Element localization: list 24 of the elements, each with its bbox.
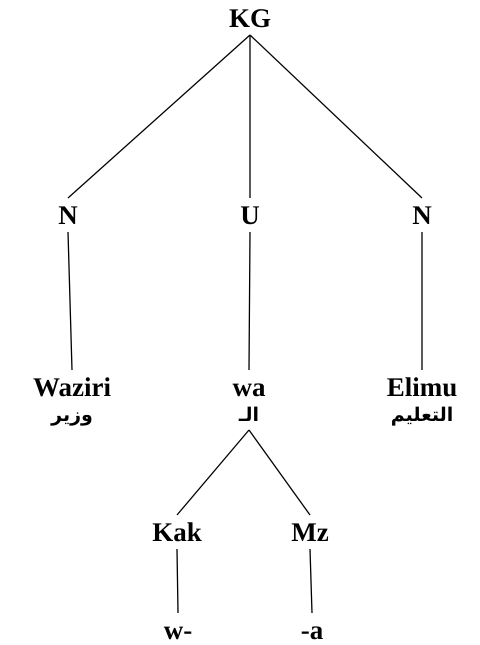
- tree-label: w-: [164, 615, 192, 645]
- tree-label: Kak: [152, 517, 202, 547]
- arabic-gloss: وزير: [49, 403, 94, 428]
- tree-label: U: [240, 200, 260, 230]
- tree-branch: [176, 548, 179, 614]
- tree-branch: [250, 34, 422, 198]
- tree-branch: [309, 548, 313, 614]
- tree-label: N: [412, 200, 432, 230]
- tree-label: -a: [300, 615, 324, 645]
- tree-branch: [248, 232, 251, 370]
- arabic-gloss: التعليم: [390, 403, 454, 428]
- tree-label: Elimu: [386, 372, 458, 402]
- tree-label: N: [58, 200, 78, 230]
- tree-branch: [176, 430, 250, 516]
- tree-branch: [248, 430, 311, 516]
- tree-branch: [68, 34, 250, 198]
- tree-branch: [67, 232, 73, 370]
- tree-label: wa: [232, 372, 266, 402]
- tree-branch: [421, 232, 423, 370]
- tree-label: Waziri: [33, 372, 111, 402]
- tree-label: KG: [229, 3, 271, 33]
- tree-label: Mz: [291, 517, 329, 547]
- tree-branch: [249, 35, 251, 198]
- arabic-gloss: الـ: [238, 403, 260, 428]
